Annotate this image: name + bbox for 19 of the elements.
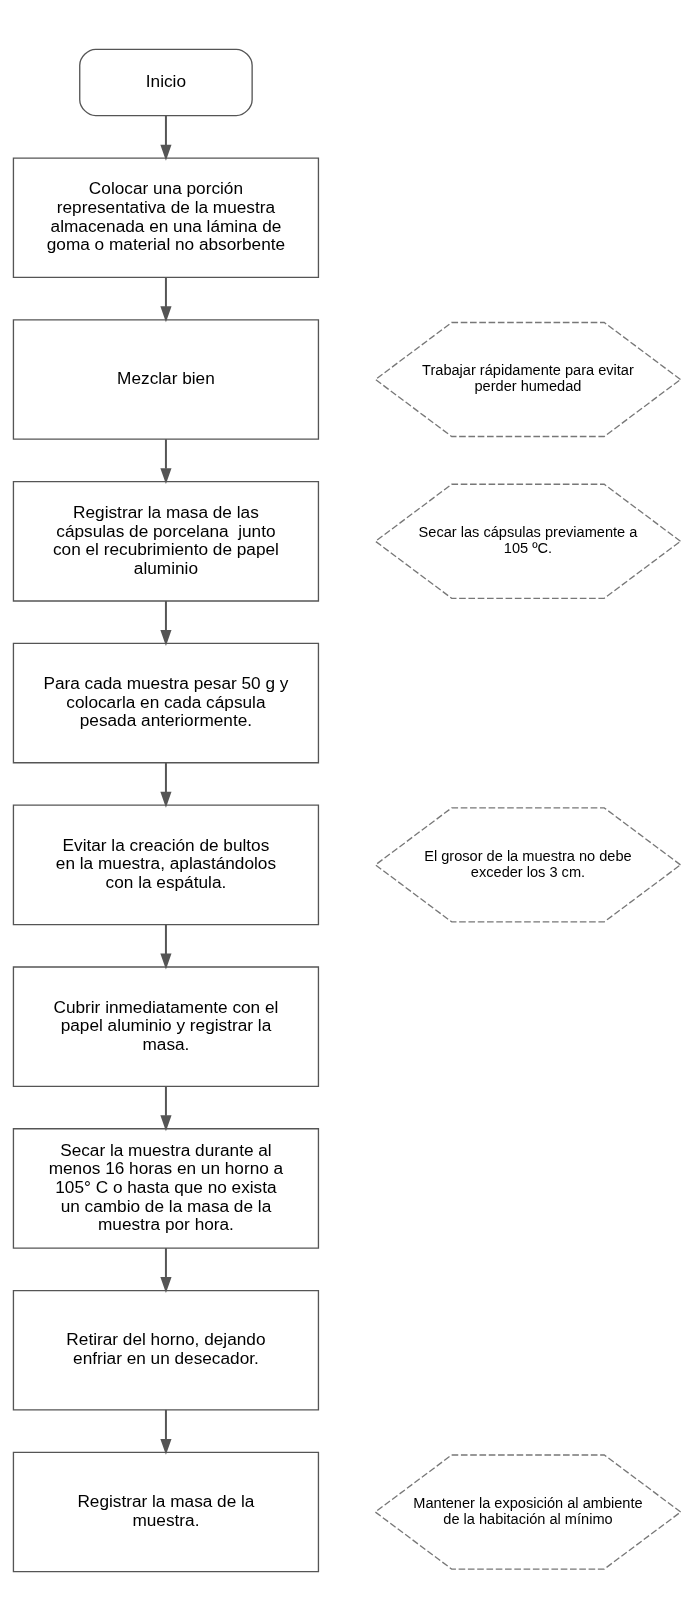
node-box: Para cada muestra pesar 50 g y colocarla en cada cápsula pesada anteriormente. [12,642,320,764]
arrow [160,1247,172,1294]
arrow [160,923,172,970]
node-box: Secar la muestra durante al menos 16 horas en un horno a 105° C o hasta que no exista un cambio de la masa de la muestra por hora. [12,1128,320,1249]
arrow [160,761,172,808]
node-box: Retirar del horno, dejando enfriar en un desecador. [12,1289,320,1411]
arrow [160,276,172,323]
arrow [160,114,172,161]
node-box: Registrar la masa de las cápsulas de porcelana junto con el recubrimiento de papel aluminio [12,480,320,602]
arrow [160,1085,172,1132]
arrow [160,599,172,646]
node-box: Colocar una porción representativa de la muestra almacenada en una lámina de goma o material no absorbente [12,157,320,279]
node-box: Registrar la masa de la muestra. [12,1451,320,1573]
arrow [160,438,172,485]
node-box: Inicio [79,48,253,117]
node-box: Cubrir inmediatamente con el papel aluminio y registrar la masa. [12,966,320,1087]
arrow [160,1408,172,1455]
node-box: Evitar la creación de bultos en la muestra, aplastándolos con la espátula. [12,804,320,926]
node-box: Mezclar bien [12,319,320,440]
